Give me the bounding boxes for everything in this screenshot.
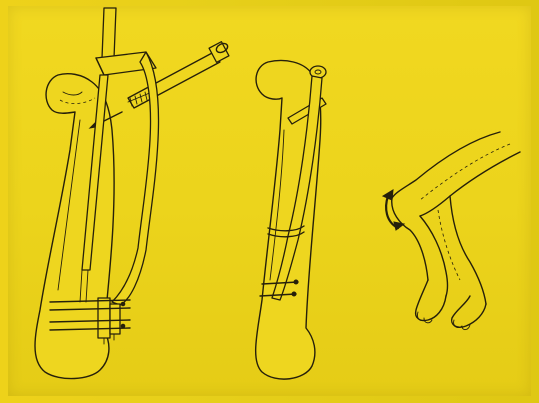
leg-thigh-outline-bottom xyxy=(420,152,520,216)
foot-left xyxy=(416,280,446,321)
leg-thigh-outline-top xyxy=(392,132,500,198)
leg-2-front xyxy=(450,196,486,304)
jig-outer-arm xyxy=(112,52,159,305)
foot-right xyxy=(452,296,486,327)
figure-femur-with-nail xyxy=(256,61,326,380)
foot-left-toes xyxy=(417,312,432,323)
figure-femur-with-jig xyxy=(35,8,229,379)
leg-thigh-bone-dash xyxy=(420,144,510,200)
leg-knee-front xyxy=(392,198,428,280)
jig-vertical-rod xyxy=(102,8,116,58)
figure-knee-flexion xyxy=(383,132,520,330)
leg-2-bone-dash xyxy=(438,210,460,280)
